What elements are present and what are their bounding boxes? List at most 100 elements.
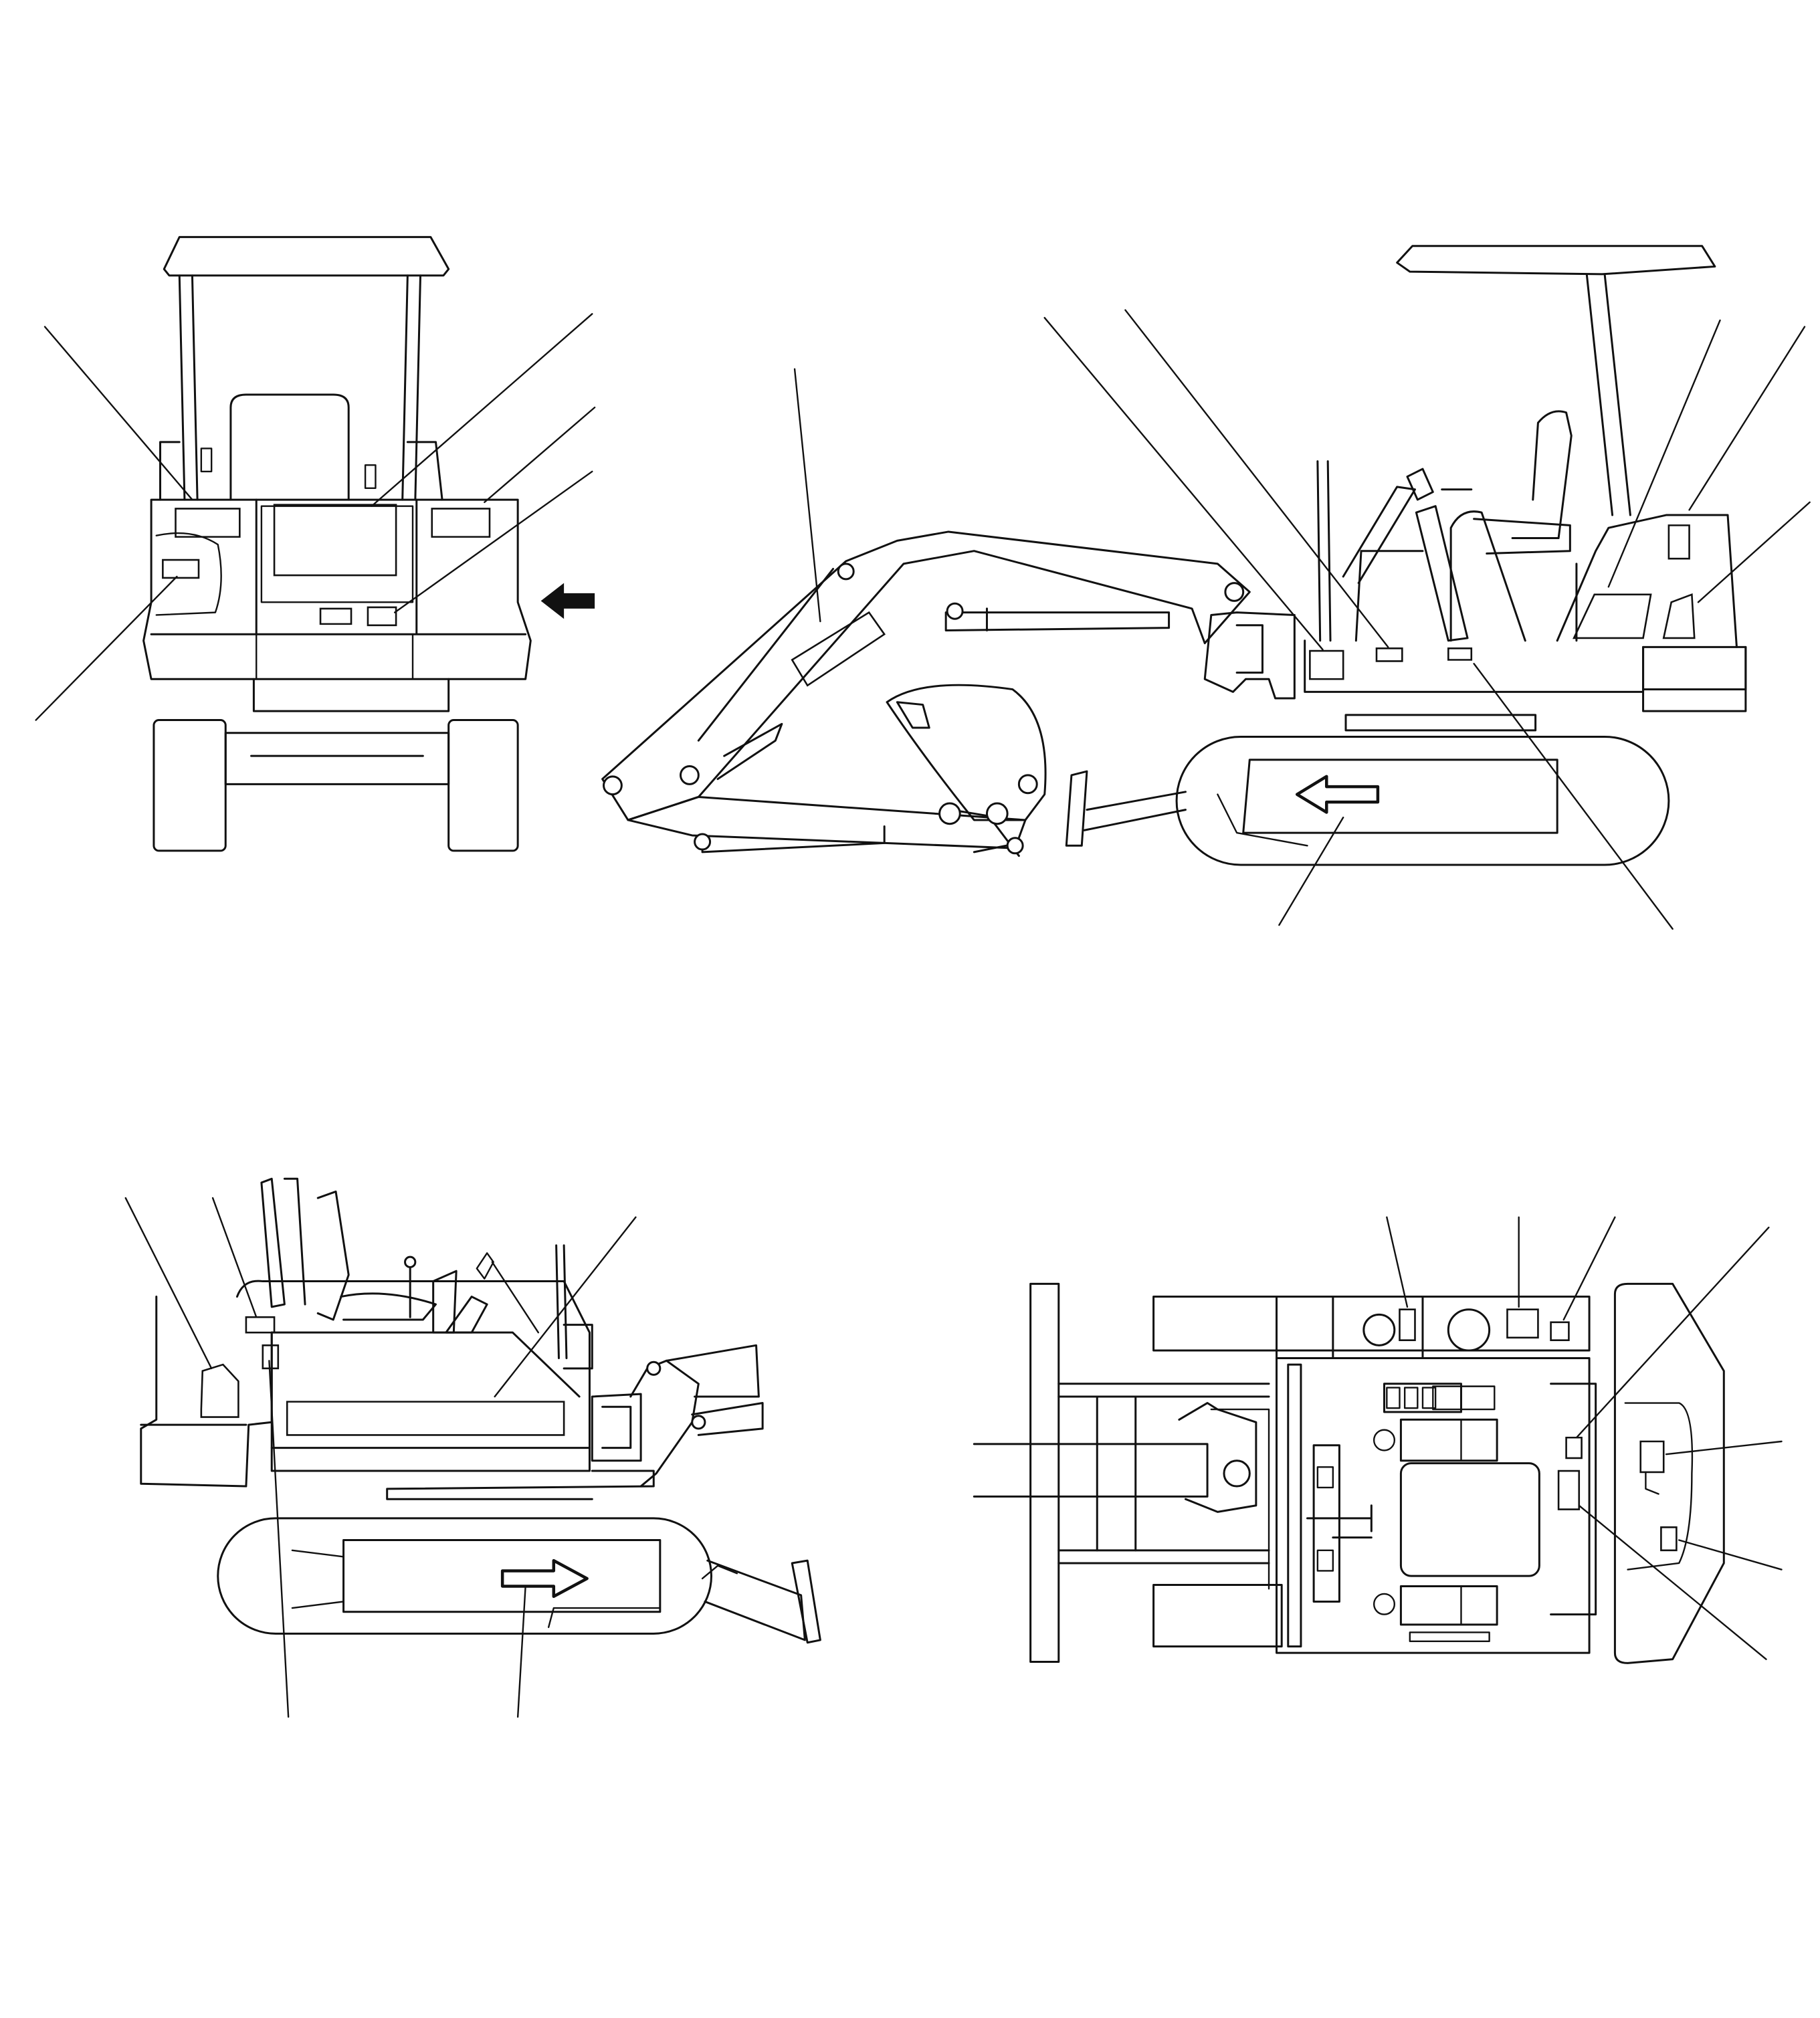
right-swing-bracket: [592, 1394, 641, 1461]
top-gauge-panel: [1433, 1387, 1494, 1409]
rear-body: [144, 500, 531, 679]
boom: [603, 532, 1250, 820]
side-guards: [161, 442, 443, 500]
pin-4: [947, 603, 963, 619]
top-joystick-right: [1374, 1594, 1395, 1615]
rear-panels: [151, 500, 526, 634]
callout-side-8: [1474, 664, 1673, 929]
top-upper-frame: [1277, 1358, 1590, 1653]
callout-rear-3: [484, 407, 595, 502]
top-pedal-1: [1318, 1467, 1333, 1488]
right-swing-bracket-inner: [603, 1407, 631, 1447]
canopy-post-side: [1587, 274, 1630, 515]
left-side-view: [603, 246, 1810, 929]
callout-top-3: [1564, 1217, 1615, 1320]
decal-side-4: [1310, 651, 1343, 679]
top-right-rail: [1551, 1384, 1596, 1615]
decal-rear-2: [274, 505, 396, 575]
pin-5: [1225, 583, 1243, 601]
top-dozer-cross: [1097, 1397, 1135, 1550]
decal-side-5: [1377, 648, 1402, 661]
right-dozer-arm: [705, 1560, 805, 1640]
decal-side-1: [1574, 595, 1651, 638]
top-boom: [974, 1444, 1207, 1497]
right-pin-1: [647, 1362, 660, 1375]
pin-1: [604, 777, 622, 795]
decal-rear-5: [320, 609, 351, 624]
callout-top-1: [1387, 1217, 1407, 1307]
right-track-frame-ends: [292, 1550, 344, 1608]
track-frame-curve: [1217, 795, 1307, 846]
decal-rear-4: [163, 560, 199, 578]
arm: [628, 797, 1025, 848]
rear-view: [36, 237, 595, 851]
travel-direction-arrow-icon: [1297, 777, 1378, 813]
callout-top-5: [1666, 1441, 1781, 1454]
top-decal-hook: [1645, 1472, 1658, 1494]
lever-left: [201, 448, 211, 471]
dozer-blade: [1066, 771, 1087, 845]
seat-cushion: [1474, 519, 1571, 554]
top-console-panel: [1384, 1384, 1461, 1412]
decal-boom: [792, 613, 884, 686]
right-dozer-blade: [792, 1560, 820, 1643]
top-left-console: [1401, 1419, 1497, 1460]
decal-rear-3: [432, 508, 490, 536]
track-left: [154, 720, 225, 851]
right-crawler-track: [218, 1518, 712, 1633]
pin-9: [1007, 838, 1023, 853]
top-counterweight: [1615, 1284, 1724, 1663]
callout-side-1: [795, 369, 820, 621]
callout-side-3: [1125, 310, 1388, 647]
counterweight-right: [141, 1297, 272, 1487]
decal-right-1: [201, 1365, 239, 1417]
callout-side-6: [1698, 502, 1810, 602]
decal-top-3: [1551, 1322, 1569, 1340]
decal-top-4: [1566, 1437, 1582, 1458]
rear-counterweight: [256, 634, 413, 679]
callout-side-7: [1279, 817, 1343, 925]
boom-stub-lower: [692, 1403, 763, 1435]
top-left-rail: [1288, 1365, 1301, 1646]
top-boom-pin: [1224, 1461, 1249, 1486]
engine-hood: [1557, 515, 1736, 647]
top-joystick-left: [1374, 1430, 1395, 1451]
decal-right-3: [263, 1345, 278, 1368]
decal-side-6: [1448, 648, 1471, 660]
top-seat: [1401, 1464, 1539, 1577]
track-frame: [225, 733, 448, 785]
top-dozer-arms: [1059, 1384, 1269, 1563]
arm-link: [718, 724, 782, 779]
rear-post: [1318, 462, 1330, 641]
top-switch-1: [1387, 1388, 1399, 1409]
top-switch-3: [1423, 1388, 1435, 1409]
pin-7: [940, 803, 960, 824]
top-track-upper: [1154, 1297, 1590, 1350]
view-direction-arrow-icon: [540, 583, 595, 619]
callout-right-1: [126, 1198, 211, 1369]
decal-top-2: [1507, 1310, 1538, 1338]
swing-base: [254, 679, 448, 711]
decal-rear-6: [368, 607, 396, 625]
decal-rear-1: [176, 508, 240, 536]
crawler-track: [1177, 736, 1669, 865]
bucket: [887, 685, 1045, 820]
right-pin-2: [692, 1416, 705, 1429]
top-dozer-blade: [1031, 1284, 1059, 1661]
swing-bearing: [1346, 715, 1536, 730]
callout-right-4: [269, 1360, 288, 1717]
boom-edge: [698, 569, 833, 741]
seat-cushion-right: [341, 1294, 436, 1320]
swing-bracket-inner: [1237, 625, 1262, 673]
callout-right-2: [213, 1198, 256, 1317]
top-track-lower: [1154, 1585, 1282, 1647]
decal-top-1: [1399, 1310, 1415, 1340]
decal-side-2: [1663, 595, 1694, 638]
pipe-line: [1343, 487, 1415, 583]
top-track-segments: [1277, 1297, 1423, 1358]
top-boom-outline: [1211, 1409, 1269, 1589]
decal-top-6: [1641, 1441, 1663, 1472]
boom-stub-upper: [666, 1345, 759, 1397]
callout-right-3: [495, 1217, 636, 1397]
